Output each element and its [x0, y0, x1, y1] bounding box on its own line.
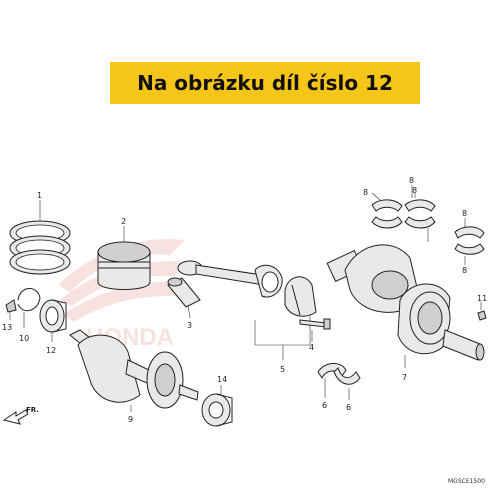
label-8a: 8: [363, 188, 368, 197]
rod-bolt[interactable]: [299, 318, 331, 330]
label-12: 12: [46, 346, 56, 355]
label-8c: 8: [412, 186, 417, 195]
main-bearing-2[interactable]: [404, 199, 436, 229]
diagram-code: MGSCE1500: [448, 478, 485, 485]
ball-bearing-12[interactable]: [39, 299, 67, 333]
balancer-shaft[interactable]: [69, 329, 199, 409]
woodruff-key[interactable]: [477, 310, 487, 321]
main-bearing-1[interactable]: [371, 199, 403, 229]
front-direction-arrow: FR.: [2, 406, 39, 425]
label-5: 5: [280, 365, 285, 374]
label-11: 11: [477, 294, 487, 303]
banner-text: Na obrázku díl číslo 12: [137, 71, 393, 95]
label-6b: 6: [346, 403, 351, 412]
label-2: 2: [121, 217, 126, 226]
label-9: 9: [128, 415, 133, 424]
crankshaft[interactable]: [326, 244, 485, 361]
piston-rings[interactable]: [9, 220, 71, 275]
label-4: 4: [309, 343, 314, 352]
snap-ring[interactable]: [17, 288, 41, 312]
main-bearing-3[interactable]: [454, 226, 485, 255]
ball-bearing-14[interactable]: [201, 393, 233, 427]
label-8e: 8: [462, 266, 467, 275]
retaining-clip[interactable]: [5, 299, 17, 313]
label-10: 10: [19, 334, 29, 343]
label-1: 1: [37, 191, 42, 200]
piston[interactable]: [97, 241, 151, 290]
rod-bearing-2[interactable]: [333, 367, 361, 385]
piston-pin[interactable]: [167, 277, 201, 308]
label-8b: 8: [409, 176, 414, 185]
label-14: 14: [217, 375, 227, 384]
direction-label: FR.: [26, 406, 39, 414]
title-banner: Na obrázku díl číslo 12: [110, 62, 420, 104]
label-7: 7: [402, 373, 407, 382]
connecting-rod[interactable]: [177, 260, 283, 298]
rod-cap[interactable]: [284, 276, 317, 317]
label-8d: 8: [462, 209, 467, 218]
label-3: 3: [187, 321, 192, 330]
label-6a: 6: [322, 401, 327, 410]
label-13: 13: [2, 323, 12, 332]
